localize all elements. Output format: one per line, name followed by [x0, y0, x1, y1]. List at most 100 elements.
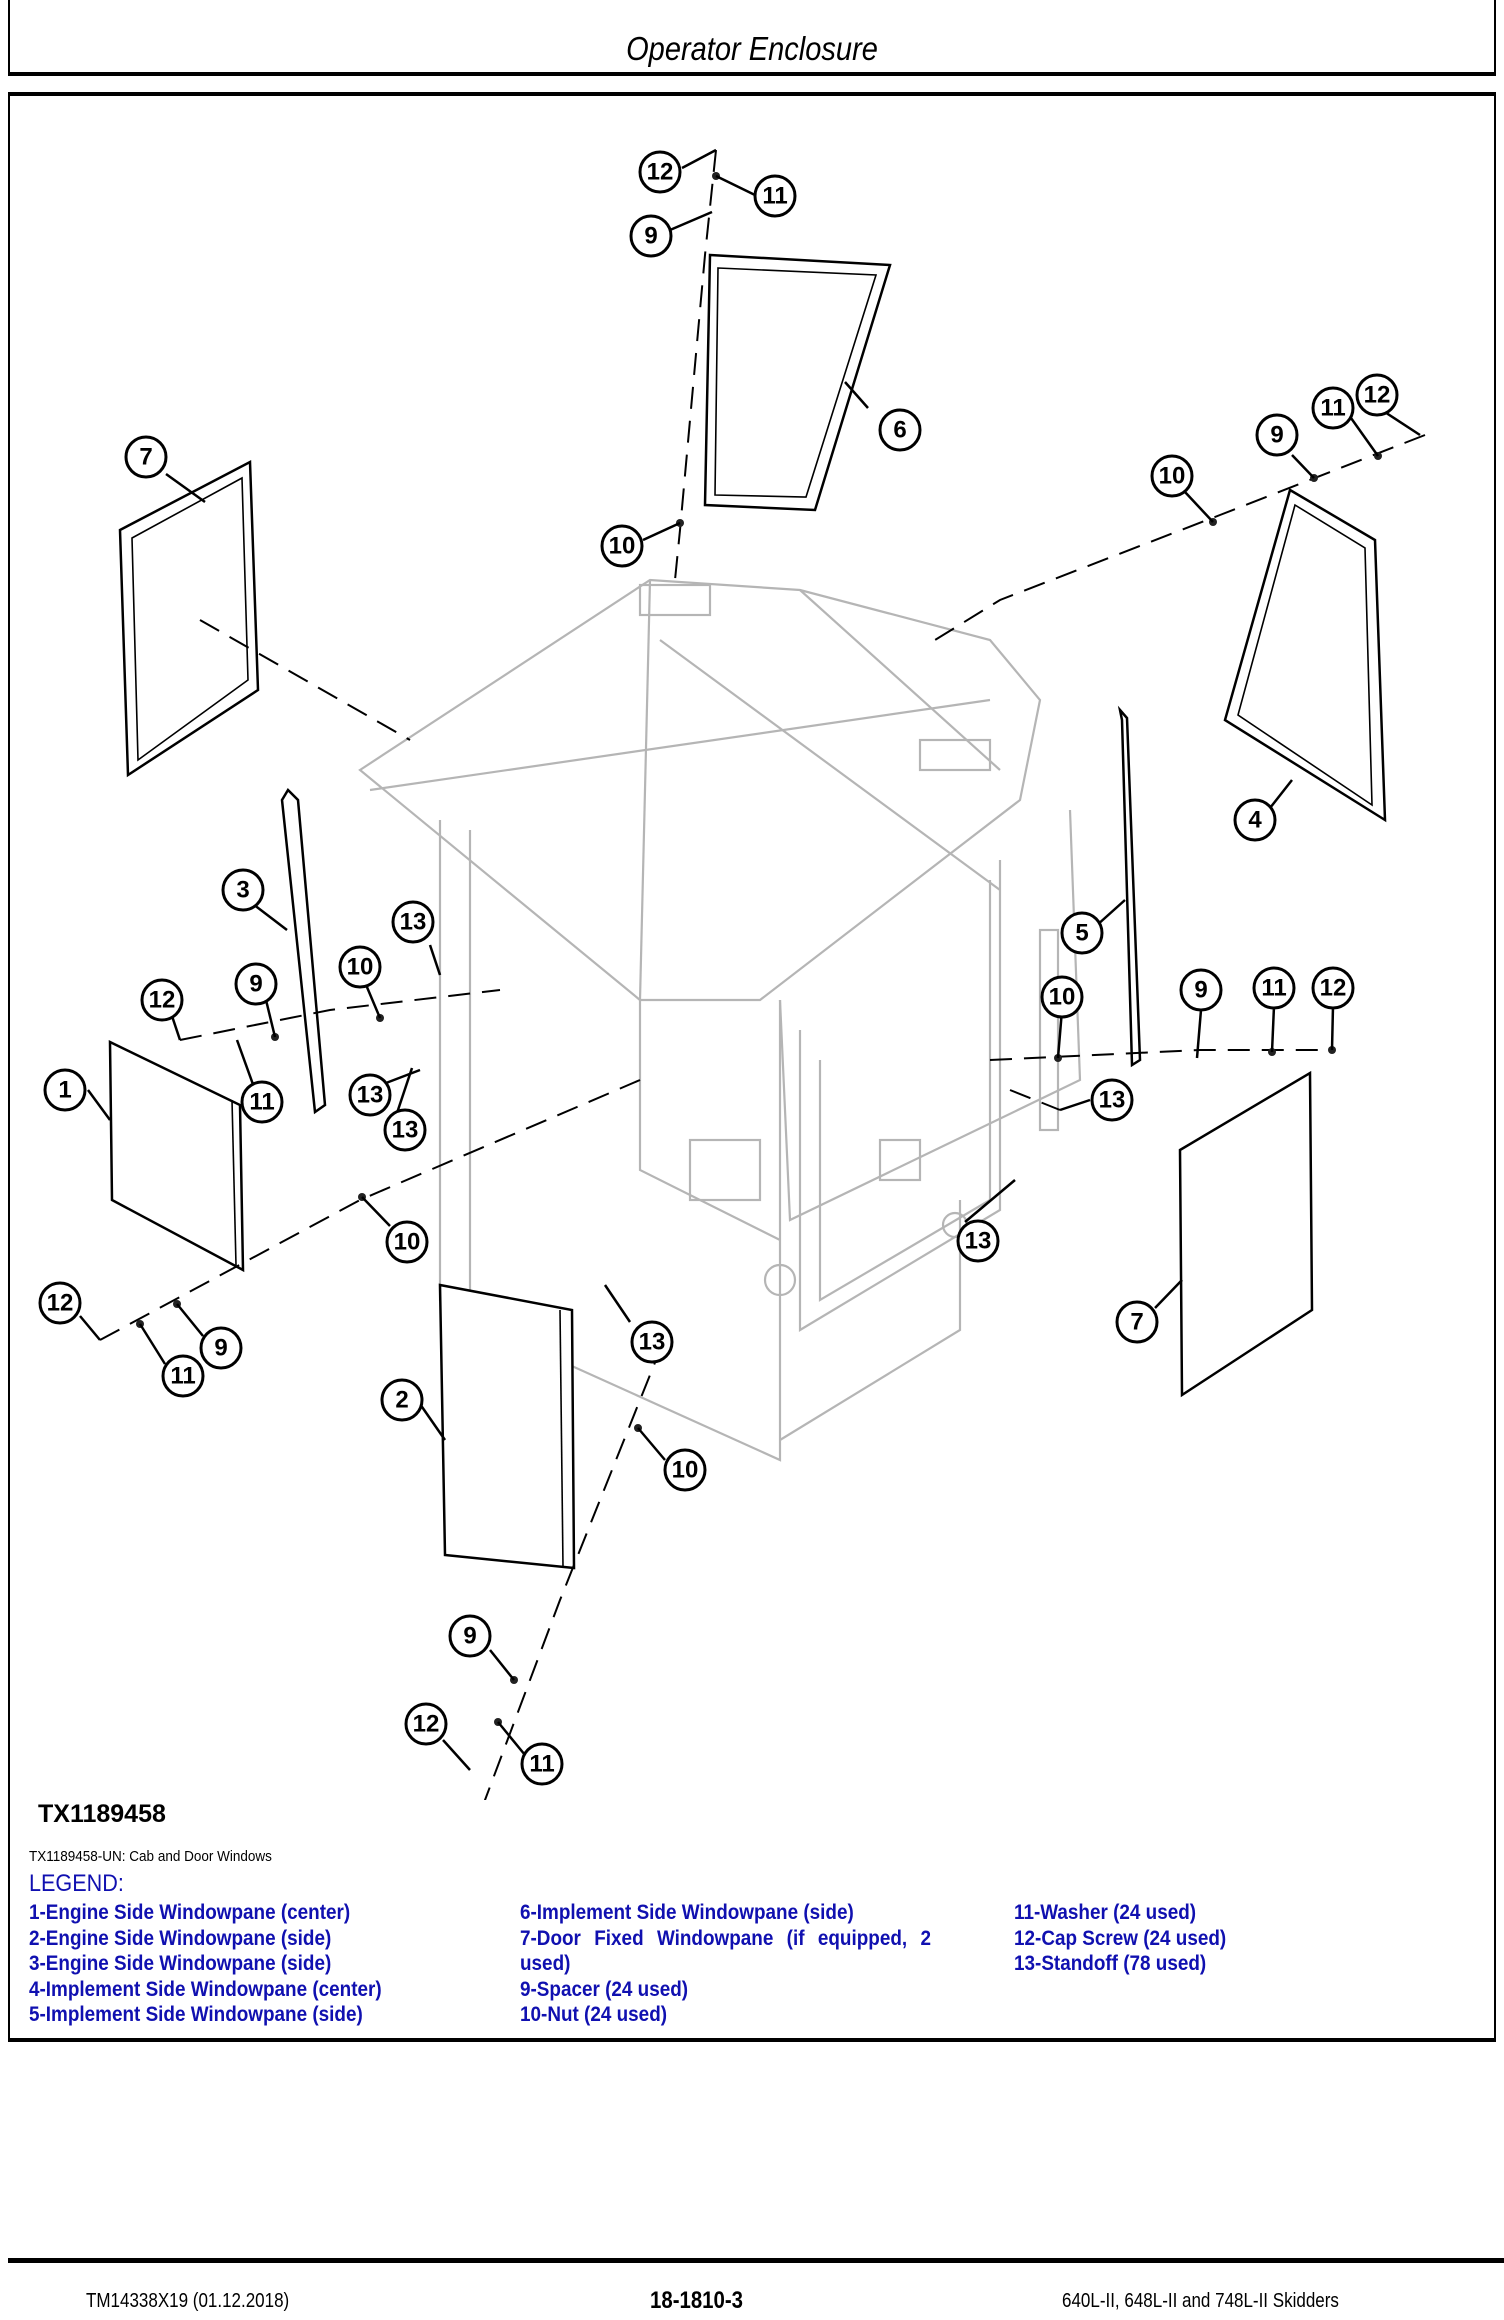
windowpane-6 — [703, 253, 892, 512]
svg-text:5: 5 — [1075, 920, 1088, 947]
callout-10-left: 10 — [338, 945, 382, 989]
windowpane-5 — [1117, 705, 1142, 1068]
footer-models: 640L-II, 648L-II and 748L-II Skidders — [1062, 2290, 1339, 2312]
svg-text:7: 7 — [139, 444, 152, 471]
windowpane-4 — [1223, 488, 1387, 823]
legend-column-2: 6-Implement Side Windowpane (side) 7-Doo… — [520, 1900, 990, 2028]
callout-12-right: 12 — [1355, 373, 1399, 417]
svg-text:10: 10 — [1159, 463, 1186, 490]
legend-item: 11-Washer (24 used) — [1014, 1901, 1197, 1924]
callout-11-top: 11 — [753, 174, 797, 218]
callout-11-right: 11 — [1311, 386, 1355, 430]
svg-text:11: 11 — [1261, 975, 1286, 1002]
svg-text:6: 6 — [893, 417, 906, 444]
callout-11-left: 11 — [240, 1080, 284, 1124]
svg-text:9: 9 — [644, 223, 657, 250]
svg-text:13: 13 — [639, 1329, 666, 1356]
exploded-diagram: 12 11 9 6 10 7 12 11 9 10 4 3 13 5 9 10 … — [38, 148, 1426, 1800]
figure-id: TX1189458 — [38, 1800, 166, 1828]
footer-divider — [8, 2258, 1504, 2263]
legend-column-1: 1-Engine Side Windowpane (center) 2-Engi… — [29, 1900, 421, 2028]
svg-text:9: 9 — [214, 1335, 227, 1362]
windowpane-1 — [108, 1039, 245, 1273]
svg-text:4: 4 — [1248, 807, 1262, 834]
svg-text:12: 12 — [47, 1290, 74, 1317]
callout-12-bottom: 12 — [404, 1702, 448, 1746]
svg-text:13: 13 — [400, 909, 427, 936]
callout-10-right: 10 — [1150, 454, 1194, 498]
callout-7-right: 7 — [1115, 1300, 1159, 1344]
legend-item: 7-Door Fixed Windowpane (if equipped, 2 — [520, 1926, 931, 1950]
svg-text:11: 11 — [762, 183, 787, 210]
windowpane-7-top-left — [118, 459, 260, 778]
callout-9-bottom: 9 — [448, 1614, 492, 1658]
windowpane-2 — [438, 1283, 576, 1570]
legend-item: 2-Engine Side Windowpane (side) — [29, 1926, 332, 1950]
svg-text:12: 12 — [1320, 975, 1347, 1002]
callout-1: 1 — [43, 1068, 87, 1112]
svg-text:7: 7 — [1130, 1309, 1143, 1336]
callout-9-lower-left: 9 — [199, 1326, 243, 1370]
legend-item: 5-Implement Side Windowpane (side) — [29, 2003, 363, 2026]
callout-6: 6 — [878, 408, 922, 452]
svg-text:9: 9 — [1194, 977, 1207, 1004]
svg-text:10: 10 — [394, 1229, 421, 1256]
svg-text:11: 11 — [529, 1751, 554, 1778]
callout-13-a: 13 — [391, 900, 435, 944]
callout-13-e: 13 — [956, 1219, 1000, 1263]
legend-item-continued: used) — [520, 1952, 571, 1975]
svg-text:3: 3 — [236, 877, 249, 904]
callout-13-f: 13 — [630, 1320, 674, 1364]
callout-11-lower-left: 11 — [161, 1354, 205, 1398]
cab-roof — [358, 578, 1042, 1002]
callout-10-top: 10 — [600, 524, 644, 568]
svg-text:11: 11 — [249, 1089, 274, 1116]
footer-manual-id: TM14338X19 (01.12.2018) — [86, 2290, 290, 2312]
legend-item: 4-Implement Side Windowpane (center) — [29, 1977, 382, 2001]
svg-text:13: 13 — [392, 1117, 419, 1144]
svg-text:1: 1 — [58, 1077, 71, 1104]
figure-caption: TX1189458-UN: Cab and Door Windows — [29, 1848, 272, 1865]
svg-text:10: 10 — [609, 533, 636, 560]
svg-text:13: 13 — [1099, 1087, 1126, 1114]
legend-item: 3-Engine Side Windowpane (side) — [29, 1952, 332, 1975]
callout-2: 2 — [380, 1378, 424, 1422]
legend-item: 6-Implement Side Windowpane (side) — [520, 1901, 854, 1924]
svg-text:10: 10 — [672, 1457, 699, 1484]
callout-7-top: 7 — [124, 435, 168, 479]
figure-frame — [8, 92, 1496, 2042]
legend-column-3: 11-Washer (24 used) 12-Cap Screw (24 use… — [1014, 1900, 1250, 1977]
callout-11-bottom: 11 — [520, 1742, 564, 1786]
svg-text:10: 10 — [347, 954, 374, 981]
callout-11-mid-right: 11 — [1252, 966, 1296, 1010]
svg-text:11: 11 — [1320, 395, 1345, 422]
svg-text:11: 11 — [170, 1363, 195, 1390]
callout-13-d: 13 — [1090, 1078, 1134, 1122]
svg-text:9: 9 — [1270, 422, 1283, 449]
callout-4: 4 — [1233, 798, 1277, 842]
callout-10-mid-right: 10 — [1040, 975, 1084, 1019]
callout-12-top: 12 — [638, 150, 682, 194]
callout-13-b: 13 — [348, 1073, 392, 1117]
svg-text:10: 10 — [1049, 984, 1076, 1011]
legend-item: 9-Spacer (24 used) — [520, 1977, 689, 2001]
svg-text:12: 12 — [149, 987, 176, 1014]
windowpane-3 — [280, 787, 327, 1115]
svg-text:12: 12 — [413, 1711, 440, 1738]
legend-item: 12-Cap Screw (24 used) — [1014, 1926, 1227, 1950]
callout-9-top: 9 — [629, 214, 673, 258]
windowpane-7-right — [1178, 1070, 1314, 1398]
svg-text:9: 9 — [463, 1623, 476, 1650]
svg-text:9: 9 — [249, 971, 262, 998]
callout-12-mid-right: 12 — [1311, 966, 1355, 1010]
callout-12-left: 12 — [140, 978, 184, 1022]
page-title: Operator Enclosure — [626, 30, 878, 67]
callout-12-lower-left: 12 — [38, 1281, 82, 1325]
svg-text:13: 13 — [357, 1082, 384, 1109]
callout-9-left: 9 — [234, 962, 278, 1006]
svg-text:12: 12 — [1364, 382, 1391, 409]
callout-9-right: 9 — [1255, 413, 1299, 457]
callout-5: 5 — [1060, 911, 1104, 955]
svg-text:13: 13 — [965, 1228, 992, 1255]
page-header: Operator Enclosure — [8, 0, 1496, 76]
